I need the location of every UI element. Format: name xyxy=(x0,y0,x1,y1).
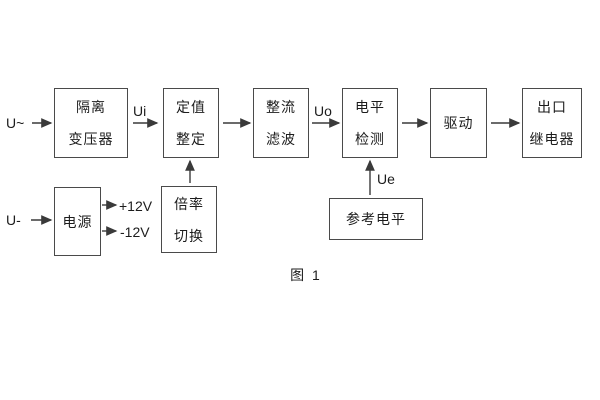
label-plus-12v: +12V xyxy=(119,198,153,214)
block-isolation-transformer: 隔离 变压器 xyxy=(54,88,128,158)
block-label: 倍率 xyxy=(174,195,204,212)
block-label: 整定 xyxy=(176,131,206,147)
block-label: 检测 xyxy=(355,131,385,147)
label-input-ac: U~ xyxy=(6,115,25,131)
block-power-supply: 电源 xyxy=(54,187,101,256)
block-drive: 驱动 xyxy=(430,88,487,158)
figure-caption: 图 1 xyxy=(290,267,322,283)
block-label: 隔离 xyxy=(76,99,106,115)
block-label: 参考电平 xyxy=(346,211,406,227)
block-reference-level: 参考电平 xyxy=(329,198,423,240)
block-label: 整流 xyxy=(266,99,296,115)
block-label: 变压器 xyxy=(68,131,114,147)
block-label: 滤波 xyxy=(266,131,296,147)
block-setpoint-adjust: 定值 整定 xyxy=(163,88,219,158)
block-rectify-filter: 整流 滤波 xyxy=(253,88,309,158)
block-label: 切换 xyxy=(174,227,204,244)
label-ui: Ui xyxy=(133,103,147,119)
block-label: 驱动 xyxy=(443,115,474,131)
label-ue: Ue xyxy=(377,171,395,187)
label-input-dc: U- xyxy=(6,212,21,228)
label-uo: Uo xyxy=(314,103,332,119)
block-label: 电源 xyxy=(62,213,93,230)
block-label: 定值 xyxy=(176,99,206,115)
block-label: 电平 xyxy=(355,99,385,115)
block-label: 继电器 xyxy=(529,131,575,147)
label-minus-12v: -12V xyxy=(120,224,150,240)
block-label: 出口 xyxy=(537,99,567,115)
block-output-relay: 出口 继电器 xyxy=(522,88,582,158)
block-level-detect: 电平 检测 xyxy=(342,88,398,158)
block-ratio-switch: 倍率 切换 xyxy=(161,186,217,253)
